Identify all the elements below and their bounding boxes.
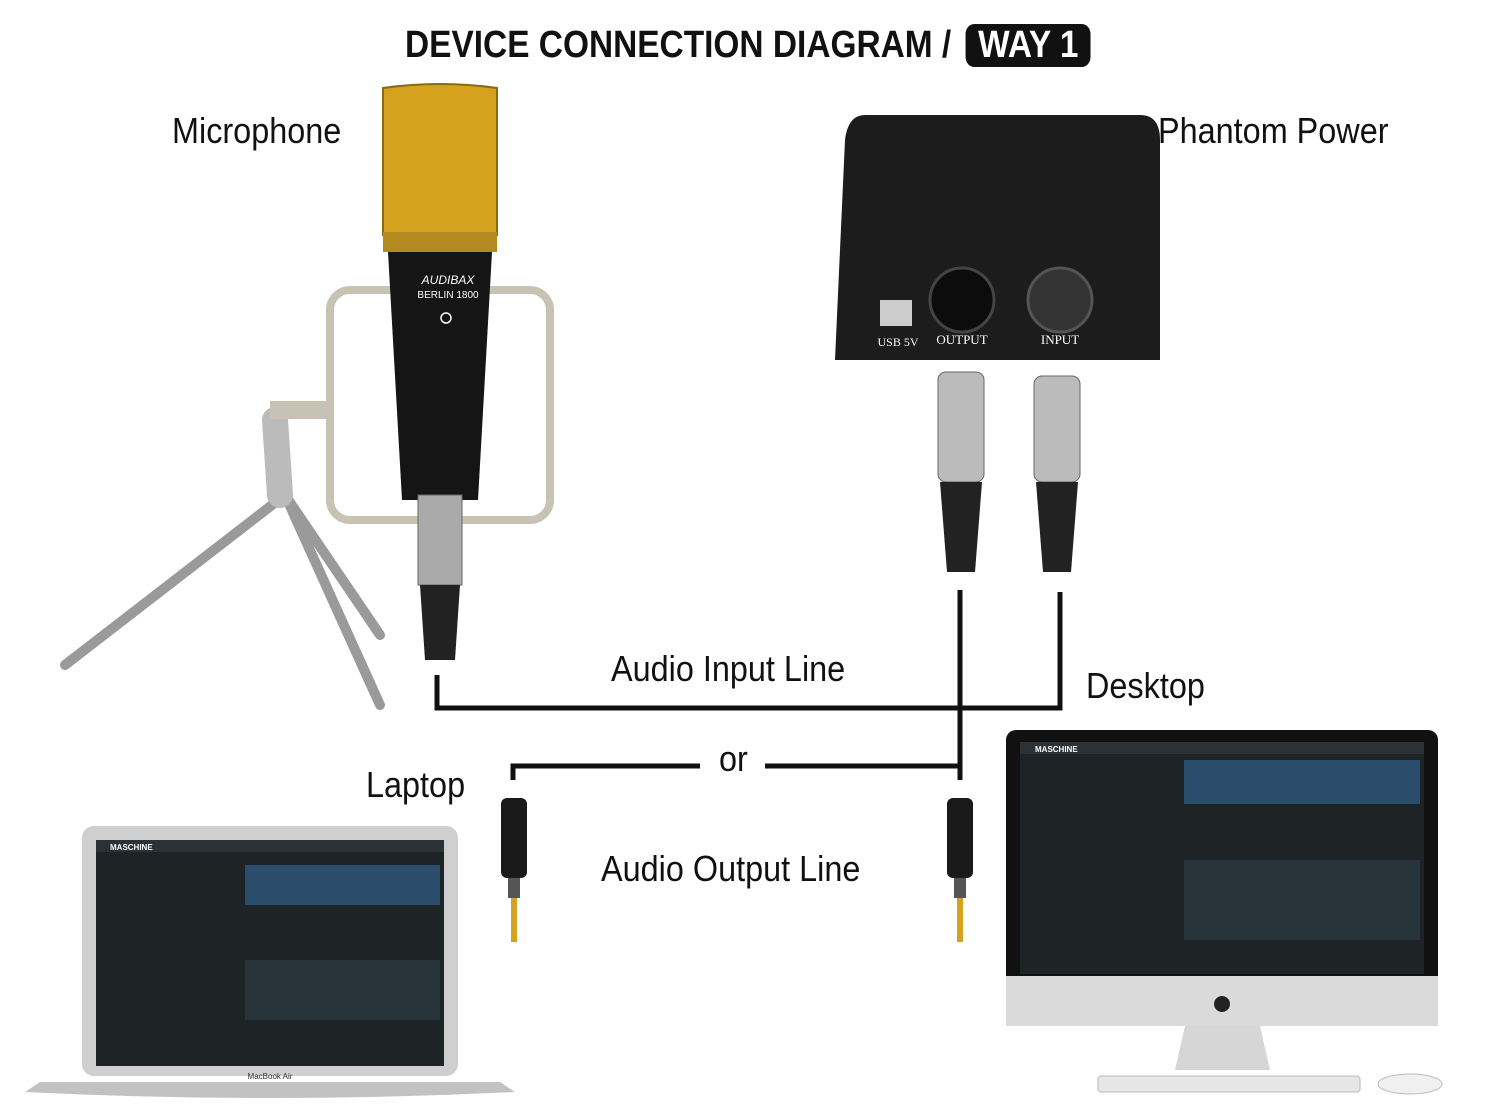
xlr-input-port bbox=[1026, 266, 1094, 334]
label-laptop: Laptop bbox=[366, 764, 466, 805]
desktop-computer: MASCHINE bbox=[1006, 730, 1443, 1095]
tripod-stand bbox=[60, 407, 385, 710]
phantom-power-box: USB 5V OUTPUT INPUT bbox=[835, 115, 1160, 360]
xlr-output-port bbox=[928, 266, 996, 334]
port-label-output: OUTPUT bbox=[936, 332, 987, 347]
laptop-app-name: MASCHINE bbox=[110, 843, 153, 852]
page-title: DEVICE CONNECTION DIAGRAM / WAY 1 bbox=[405, 24, 1091, 67]
label-audio-input-line: Audio Input Line bbox=[611, 648, 846, 689]
laptop-model: MacBook Air bbox=[248, 1072, 293, 1081]
xlr-plugs bbox=[937, 371, 1081, 572]
usb-port bbox=[880, 300, 912, 326]
port-label-input: INPUT bbox=[1041, 332, 1079, 347]
microphone: AUDIBAX BERLIN 1800 bbox=[382, 83, 498, 660]
label-microphone: Microphone bbox=[172, 110, 342, 151]
mic-model: BERLIN 1800 bbox=[417, 290, 479, 301]
desktop-app-name: MASCHINE bbox=[1035, 745, 1078, 754]
audio-input-line bbox=[434, 592, 1063, 711]
mic-brand: AUDIBAX bbox=[421, 273, 476, 287]
label-phantom-power: Phantom Power bbox=[1158, 110, 1389, 151]
laptop: MASCHINE MacBook Air bbox=[25, 826, 515, 1098]
audio-jacks bbox=[501, 798, 973, 942]
port-label-usb: USB 5V bbox=[877, 335, 918, 349]
title-text: DEVICE CONNECTION DIAGRAM / bbox=[405, 24, 961, 66]
cable-lines bbox=[434, 590, 1063, 780]
label-audio-output-line: Audio Output Line bbox=[601, 848, 861, 889]
label-desktop: Desktop bbox=[1086, 665, 1205, 706]
audio-output-line-left bbox=[510, 763, 700, 780]
way-badge: WAY 1 bbox=[965, 24, 1091, 67]
label-or: or bbox=[719, 738, 748, 779]
